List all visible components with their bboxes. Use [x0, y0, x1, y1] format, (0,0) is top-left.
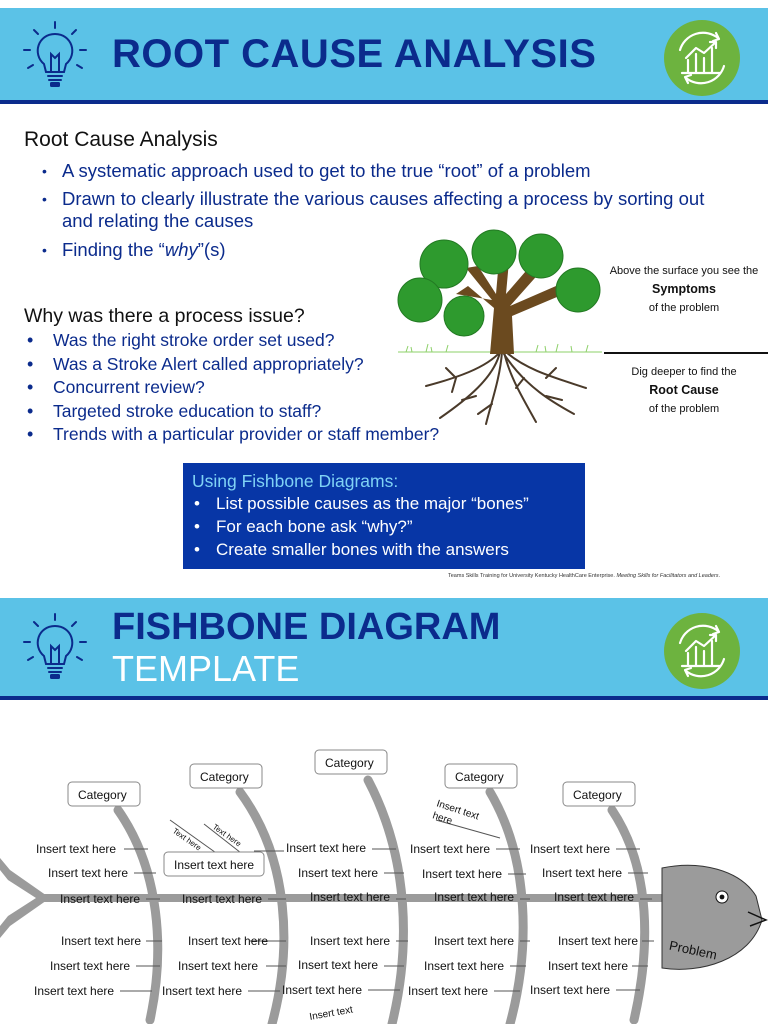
cause-text: Insert text here [60, 892, 140, 906]
slide2-banner-rule [0, 696, 768, 700]
cause-text: Insert text here [410, 842, 490, 856]
cause-text: Insert text here [434, 890, 514, 904]
cause-text: Insert text here [178, 959, 258, 973]
cause-text: Insert text here [298, 958, 378, 972]
surface-divider [604, 352, 768, 354]
cause-text: Insert text here [182, 892, 262, 906]
growth-chart-icon [678, 624, 726, 678]
category-label: Category [200, 770, 249, 784]
cause-text: Insert text here [61, 934, 141, 948]
list-item: •Trends with a particular provider or st… [27, 424, 440, 445]
fish-head [661, 864, 763, 970]
list-item: •Finding the “why”(s) [42, 239, 226, 260]
cause-text: Insert text here [310, 890, 390, 904]
cause-text: Insert text here [310, 934, 390, 948]
slide2-banner [0, 598, 768, 696]
cause-text: Insert text here [48, 866, 128, 880]
cause-text: Insert text here [548, 959, 628, 973]
growth-chart-badge [664, 613, 740, 689]
category-box [562, 781, 636, 807]
list-item: •Drawn to clearly illustrate the various… [42, 188, 705, 231]
cause-text: Insert text here [298, 866, 378, 880]
category-label: Category [325, 756, 374, 770]
cause-text: Insert text here [554, 890, 634, 904]
category-box [67, 781, 141, 807]
sub-cause-text: Text here [211, 822, 244, 849]
category-box [444, 763, 518, 789]
tree-canopy [397, 229, 601, 337]
lightbulb-icon [23, 613, 87, 679]
cause-text: Insert text here [558, 934, 638, 948]
section-heading: Root Cause Analysis [24, 128, 218, 151]
category-label: Category [78, 788, 127, 802]
cause-text: Insert text here [422, 867, 502, 881]
category-label: Category [455, 770, 504, 784]
list-item: •Create smaller bones with the answers [194, 540, 509, 559]
cause-text: Insert text here [174, 858, 254, 872]
major-bone [485, 787, 528, 1024]
category-box [314, 749, 388, 775]
cause-text: Insert text here [542, 866, 622, 880]
list-item: •Targeted stroke education to staff? [27, 400, 322, 421]
slide1-banner-rule [0, 100, 768, 104]
cause-text: Insert text here [50, 959, 130, 973]
cause-text: Insert text here [34, 984, 114, 998]
cause-text: Insert text here [188, 934, 268, 948]
source-credit: Teams Skills Training for University Ken… [448, 573, 721, 579]
sub-cause-box [163, 851, 265, 877]
growth-chart-icon [678, 31, 726, 85]
category-box [189, 763, 263, 789]
cause-text: Insert text here [530, 842, 610, 856]
question-heading: Why was there a process issue? [24, 305, 305, 327]
cause-text: Insert text here [36, 842, 116, 856]
sub-cause-text: Text here [171, 826, 204, 853]
fishbone-tips-title: Using Fishbone Diagrams: [192, 471, 399, 491]
fishbone-tips-box: Using Fishbone Diagrams: •List possible … [183, 463, 585, 569]
template-subtitle: TEMPLATE [112, 648, 300, 689]
lightbulb-icon [23, 21, 87, 87]
category-label: Category [573, 788, 622, 802]
major-bone [363, 775, 408, 1024]
list-item: •List possible causes as the major “bone… [194, 494, 529, 513]
list-item: •For each bone ask “why?” [194, 517, 413, 536]
cause-text: Insert text here [286, 841, 366, 855]
major-bone [235, 787, 289, 1024]
major-bone [607, 805, 650, 1024]
sub-cause-text: Insert text [309, 1004, 354, 1022]
cause-text: Insert text here [162, 984, 242, 998]
list-item: •A systematic approach used to get to th… [42, 160, 591, 181]
growth-chart-badge [664, 20, 740, 96]
tree-illustration [397, 229, 602, 425]
cause-text: Insert text here [282, 983, 362, 997]
fishbone-diagram: Problem Category Category Category Categ… [0, 749, 768, 1024]
list-item: •Was the right stroke order set used? [27, 330, 335, 350]
description-list: •A systematic approach used to get to th… [42, 160, 722, 261]
root-cause-caption: Dig deeper to find the Root Cause of the… [631, 366, 737, 415]
slide1-banner [0, 8, 768, 100]
cause-text: Insert text here [424, 959, 504, 973]
fish-spine [40, 894, 666, 902]
roots [425, 351, 587, 425]
question-list: •Was the right stroke order set used? •W… [27, 329, 440, 447]
cause-text: Insert text here [530, 983, 610, 997]
major-bone [113, 805, 163, 1024]
list-item: •Concurrent review? [27, 377, 205, 398]
cause-text: Insert text here [434, 934, 514, 948]
cause-text: Insert text here [408, 984, 488, 998]
template-title: FISHBONE DIAGRAM [112, 606, 501, 648]
list-item: •Was a Stroke Alert called appropriately… [27, 353, 364, 374]
symptoms-caption: Above the surface you see the Symptoms o… [609, 265, 759, 314]
page-title: ROOT CAUSE ANALYSIS [112, 32, 597, 76]
